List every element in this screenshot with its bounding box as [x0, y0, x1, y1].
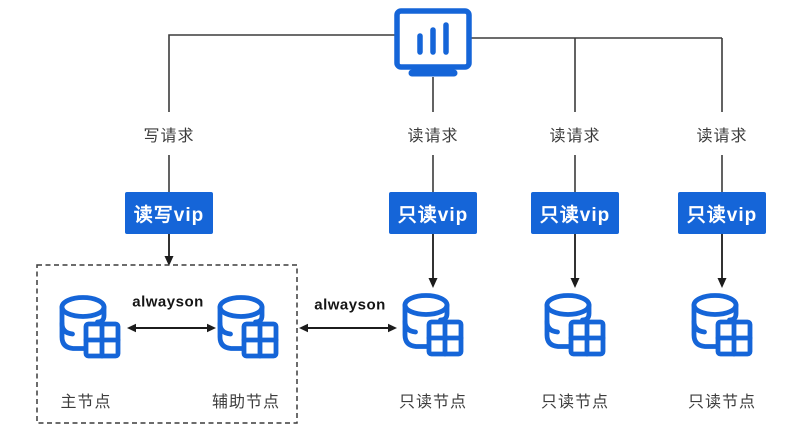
monitor-chart-icon [394, 8, 472, 77]
read-only-vip-box-1: 只读vip [389, 192, 477, 234]
read-request-label-2: 读请求 [549, 128, 601, 145]
read-only-vip-box-2: 只读vip [531, 192, 619, 234]
read-request-label-3: 读请求 [696, 128, 748, 145]
readonly-node-label-3: 只读节点 [687, 394, 757, 411]
primary-node-label: 主节点 [60, 394, 112, 411]
readonly-node-label-2: 只读节点 [540, 394, 610, 411]
database-icon-readonly-3 [690, 293, 754, 357]
secondary-node-label: 辅助节点 [211, 394, 281, 411]
write-request-label: 写请求 [143, 128, 195, 145]
alwayson-label-outer: alwayson [314, 296, 386, 314]
readonly-node-label-1: 只读节点 [398, 394, 468, 411]
read-only-vip-box-3: 只读vip [678, 192, 766, 234]
database-icon-readonly-1 [401, 293, 465, 357]
alwayson-cluster-box [36, 264, 298, 424]
database-icon-primary [58, 295, 122, 359]
read-write-vip-box: 读写vip [125, 192, 213, 234]
alwayson-label-inner: alwayson [132, 293, 204, 311]
database-icon-readonly-2 [543, 293, 607, 357]
database-icon-secondary [216, 295, 280, 359]
read-request-label-1: 读请求 [407, 128, 459, 145]
